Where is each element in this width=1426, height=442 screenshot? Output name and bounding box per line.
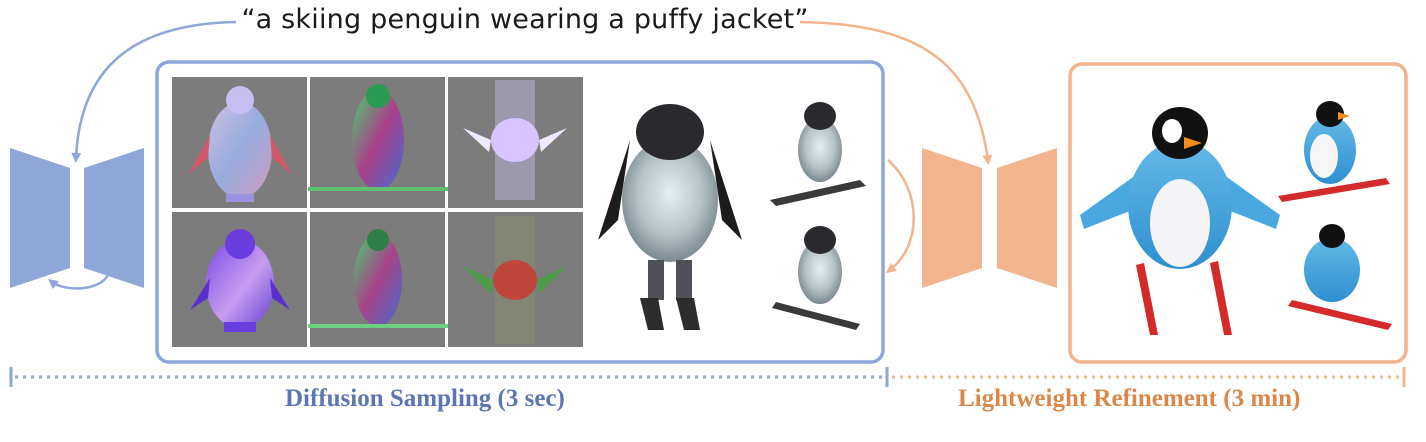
diffusion-stage-label: Diffusion Sampling (3 sec) [285,385,565,412]
triplane-grid [170,75,595,349]
coarse-penguin-render [598,104,742,330]
coarse-penguin-view-small [770,102,866,206]
refined-penguin-view-small [1288,224,1392,330]
refinement-stage-label: Lightweight Refinement (3 min) [958,385,1301,412]
diffusion-output-box [155,60,885,364]
refinement-output-box [1068,62,1408,364]
text-prompt: “a skiing penguin wearing a puffy jacket… [241,4,809,35]
diffusion-loop-arrow [48,269,112,290]
prompt-to-diffusion-arrow [71,20,237,163]
prompt-to-refinement-arrow [799,20,993,165]
diffusion-network-icon [10,148,144,288]
refined-penguin-view-small [1278,101,1390,202]
refined-penguin-render [1080,107,1280,335]
timeline-refinement [892,367,1406,387]
timeline-diffusion [9,367,889,387]
coarse-penguin-view-small [772,226,860,330]
refinement-feedback-arrow [886,159,915,274]
refinement-network-icon [922,148,1057,288]
